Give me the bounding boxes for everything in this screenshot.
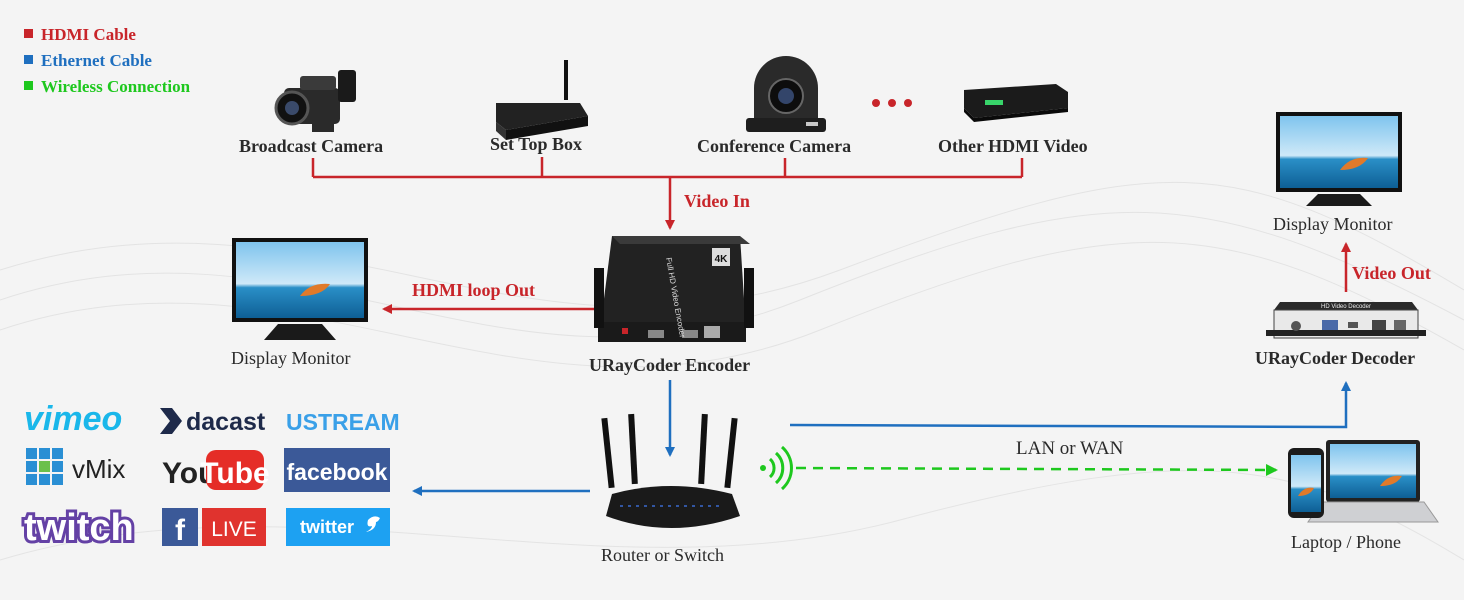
- decoder-top-text: HD Video Decoder: [1321, 304, 1371, 310]
- right-monitor-icon: [1276, 112, 1402, 206]
- left-monitor-icon: [232, 238, 368, 340]
- encoder-device: [594, 236, 754, 342]
- legend-hdmi-label: HDMI Cable: [41, 25, 136, 44]
- other-hdmi-video-label: Other HDMI Video: [938, 136, 1088, 156]
- wireless-signal-icon: [760, 445, 793, 491]
- vmix-logo: vMix: [72, 454, 125, 484]
- lan-wan-ethernet: [789, 381, 1351, 429]
- facebook-live-f: f: [175, 514, 186, 547]
- legend-hdmi-swatch: [24, 29, 33, 38]
- legend-ethernet: Ethernet Cable: [24, 51, 152, 71]
- conference-camera-label: Conference Camera: [697, 136, 852, 156]
- twitter-bird-icon: [366, 516, 380, 532]
- laptop-phone-label: Laptop / Phone: [1291, 532, 1401, 552]
- laptop-icon: [1307, 440, 1439, 523]
- vmix-icon: [26, 448, 63, 485]
- youtube-tube-box: [206, 450, 264, 490]
- decoder-label: URayCoder Decoder: [1255, 348, 1416, 368]
- wireless-connection-line: [795, 463, 1278, 476]
- legend-hdmi: HDMI Cable: [24, 25, 136, 45]
- lan-or-wan-label: LAN or WAN: [1016, 438, 1124, 459]
- dacast-logo: dacast: [186, 408, 266, 436]
- encoder-badge: 4K: [715, 254, 729, 265]
- facebook-logo: facebook: [287, 459, 388, 485]
- decoder-device: [1266, 302, 1426, 339]
- youtube-tube-logo: Tube: [200, 457, 269, 490]
- legend-ethernet-swatch: [24, 55, 33, 64]
- display-monitor-left-label: Display Monitor: [231, 348, 351, 368]
- encoder-label: URayCoder Encoder: [589, 355, 751, 375]
- live-logo: LIVE: [211, 518, 257, 541]
- hdmi-source-bus: [311, 157, 1024, 230]
- ustream-logo: USTREAM: [286, 409, 400, 435]
- phone-icon: [1288, 448, 1324, 518]
- live-box: [202, 508, 266, 546]
- broadcast-camera-label: Broadcast Camera: [239, 136, 384, 156]
- set-top-box-label: Set Top Box: [490, 134, 583, 154]
- hdmi-loop-out-label: HDMI loop Out: [412, 280, 536, 300]
- legend-wireless: Wireless Connection: [24, 77, 190, 97]
- video-in-label: Video In: [684, 191, 750, 211]
- twitch-logo: twitch: [24, 507, 134, 549]
- router-label: Router or Switch: [601, 545, 724, 565]
- conference-camera-icon: [746, 56, 826, 132]
- video-out-label: Video Out: [1352, 263, 1431, 283]
- set-top-box-icon: [496, 60, 588, 140]
- legend-ethernet-label: Ethernet Cable: [41, 51, 152, 70]
- facebook-box: [284, 448, 390, 492]
- legend-wireless-swatch: [24, 81, 33, 90]
- vimeo-logo: vimeo: [24, 400, 122, 438]
- legend-wireless-label: Wireless Connection: [41, 77, 191, 96]
- other-hdmi-device-icon: [964, 84, 1068, 122]
- ellipsis-dots: [872, 99, 912, 107]
- twitter-logo: twitter: [300, 517, 354, 537]
- broadcast-camera-icon: [274, 70, 356, 132]
- router-icon: [601, 413, 740, 528]
- display-monitor-right-label: Display Monitor: [1273, 214, 1393, 234]
- facebook-live-f-box: [162, 508, 198, 546]
- dacast-icon: [160, 408, 182, 434]
